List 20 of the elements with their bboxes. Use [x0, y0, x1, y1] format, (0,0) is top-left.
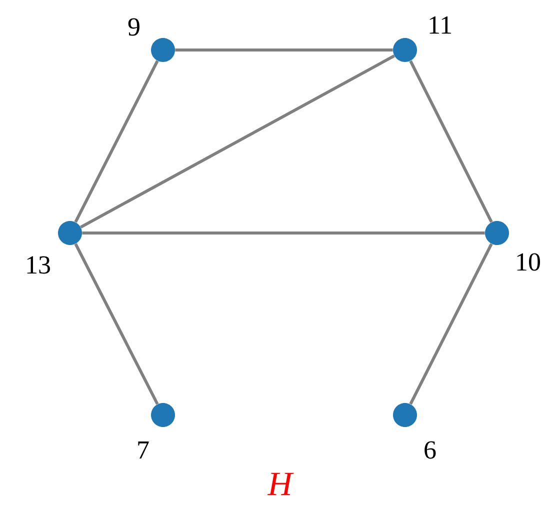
graph-caption: H — [267, 472, 294, 496]
vertex-dot — [393, 402, 417, 427]
vertex-label: 6 — [424, 441, 436, 459]
graph-edge — [82, 231, 485, 234]
vertex-label: 9 — [128, 18, 140, 36]
vertex-label: 10 — [517, 253, 540, 271]
graph-edge — [74, 60, 159, 223]
vertex-dot — [151, 38, 175, 62]
graph-edge — [175, 48, 393, 52]
graph-edge — [74, 243, 159, 405]
graph-edge — [409, 243, 493, 405]
vertex-dot — [151, 402, 175, 427]
vertex-dot — [485, 221, 509, 245]
vertex-label: 7 — [138, 441, 149, 458]
vertex-dot — [393, 38, 417, 62]
vertex-dot — [58, 221, 82, 245]
graph-edge — [80, 54, 396, 228]
graph-edge — [409, 60, 493, 223]
vertex-label: 13 — [27, 256, 50, 274]
vertex-label: 11 — [430, 16, 451, 34]
